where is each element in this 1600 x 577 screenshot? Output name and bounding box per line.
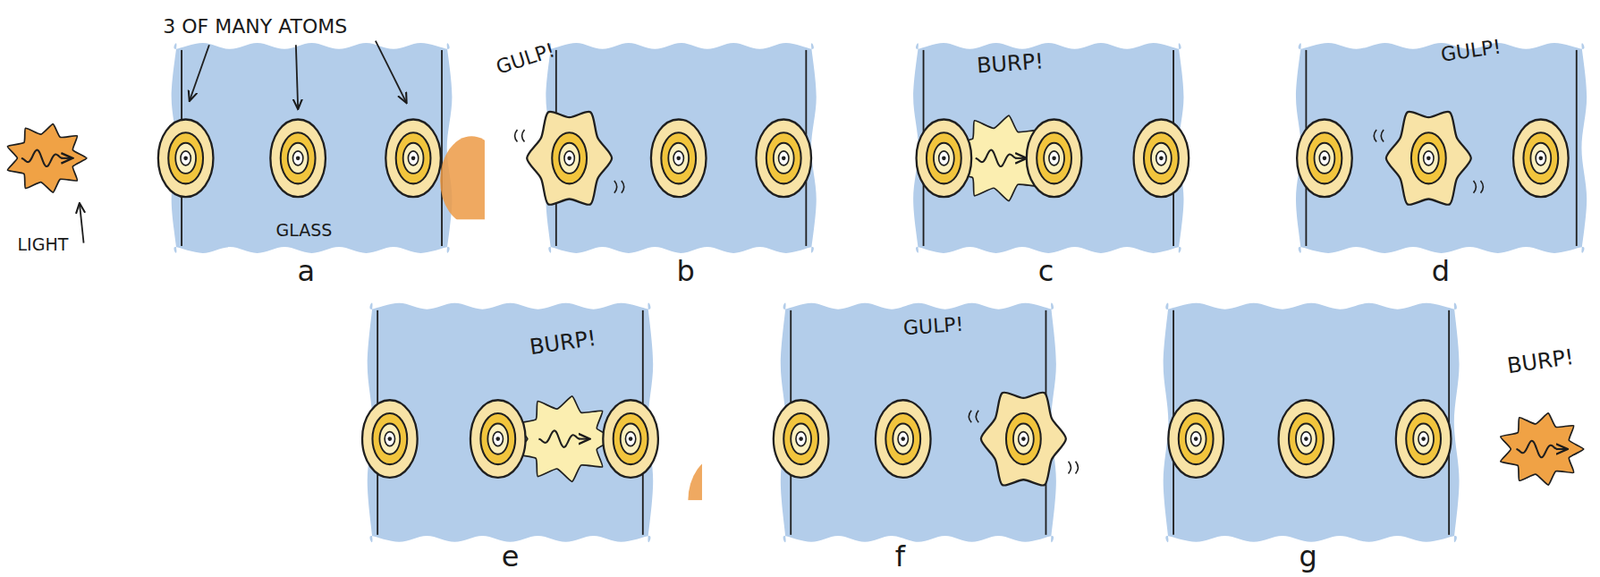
panel-letter: a [296, 256, 315, 286]
sound-word: BURP! [1506, 346, 1575, 377]
atom [1026, 118, 1083, 197]
incoming-light [7, 124, 87, 193]
atom [318, 377, 418, 500]
wave-arrow [60, 157, 71, 160]
glass-block [171, 42, 453, 254]
atom [1396, 377, 1496, 500]
atom [470, 399, 526, 478]
atom [1513, 96, 1600, 220]
panel-letter: d [1431, 256, 1450, 286]
motion-mark [515, 129, 518, 143]
atom [114, 96, 214, 220]
motion-mark [1473, 180, 1477, 194]
motion-mark [1075, 461, 1079, 475]
motion-mark [1481, 180, 1484, 194]
wave-train [21, 150, 63, 167]
atom [1373, 111, 1483, 205]
panel [498, 42, 856, 254]
motion-mark [968, 410, 972, 424]
panel [318, 303, 703, 543]
sound-word: BURP! [975, 50, 1044, 77]
sound-word: GULP! [903, 314, 966, 339]
wave-train [975, 150, 1017, 167]
glass-block [1295, 42, 1587, 254]
panel-letter: e [501, 541, 520, 571]
motion-mark [522, 129, 525, 143]
panel-letter: c [1038, 256, 1055, 286]
atom [270, 118, 326, 197]
motion-mark [1068, 461, 1072, 475]
motion-mark [975, 410, 979, 424]
wave-train [1515, 440, 1558, 458]
atom [1278, 399, 1335, 478]
atom [729, 377, 830, 500]
atom [1134, 96, 1234, 220]
panel [114, 42, 485, 254]
pointer-arrow [79, 203, 85, 243]
panel-letter: f [895, 541, 906, 571]
atom [1252, 96, 1353, 220]
glass-edge [1575, 50, 1578, 246]
wave-arrow [578, 438, 589, 441]
panel [1252, 42, 1600, 254]
atom [498, 96, 625, 220]
glass-edge [440, 50, 443, 246]
glass-block [1163, 303, 1460, 543]
caption-text: 3 OF MANY ATOMS [162, 16, 348, 37]
atom [1124, 377, 1224, 500]
material-label: GLASS [276, 221, 333, 239]
wave-arrow [1556, 448, 1567, 450]
panel-letter: g [1299, 541, 1318, 571]
wave-train [538, 430, 580, 447]
emitted-light [515, 396, 615, 483]
panel [1124, 303, 1495, 543]
pointer-arrow [296, 44, 298, 109]
atom [875, 399, 932, 478]
pointer-arrow [189, 44, 210, 101]
atom [385, 96, 485, 220]
atom [651, 118, 707, 197]
panel [872, 42, 1234, 254]
pointer-arrow [375, 41, 407, 102]
panel [729, 303, 1095, 543]
drawing-layer [7, 41, 1600, 543]
atom [755, 96, 856, 220]
wave-arrow [1015, 157, 1025, 160]
atom [968, 377, 1095, 500]
motion-mark [1380, 129, 1384, 143]
light-label: LIGHT [17, 236, 69, 254]
motion-mark [1373, 129, 1377, 143]
atom [872, 96, 973, 220]
outgoing-light [1500, 413, 1584, 485]
panel-letter: b [677, 256, 695, 286]
motion-mark [621, 180, 625, 194]
motion-mark [614, 180, 618, 194]
atom [602, 377, 703, 500]
